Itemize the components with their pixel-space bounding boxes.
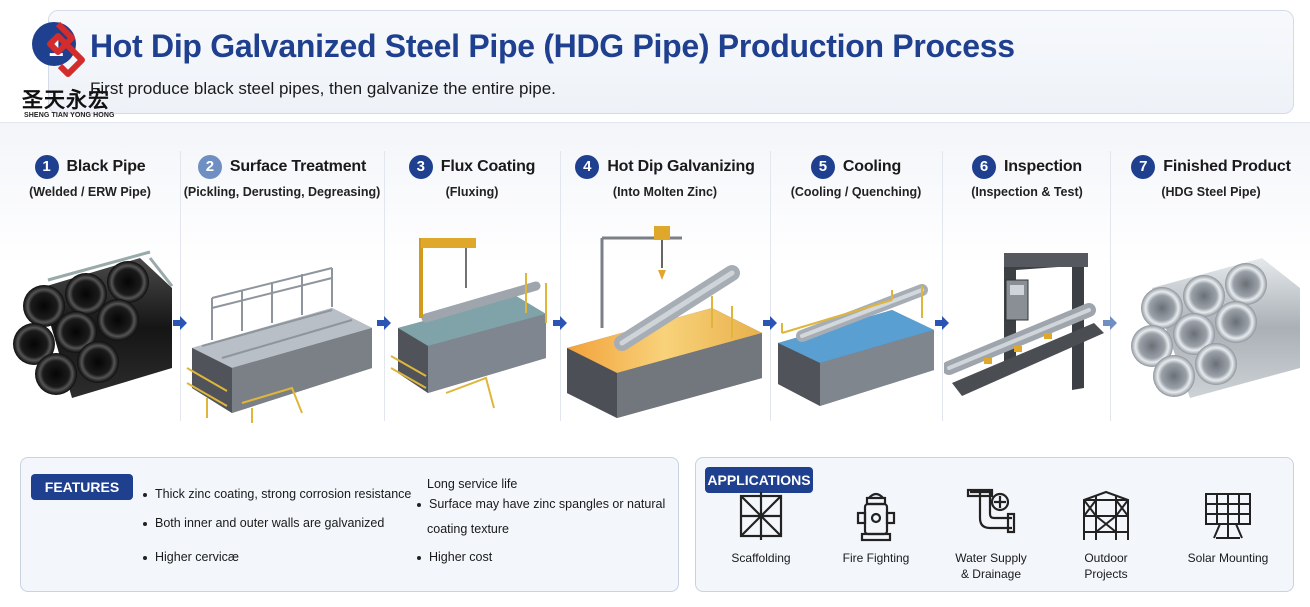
step-number-badge: 1 xyxy=(34,155,59,179)
brand-logo: 1 圣天永宏 SHENG TIAN YONG HONG xyxy=(22,18,122,122)
arrow-right-icon xyxy=(1103,316,1117,330)
flux-tank-crane-icon xyxy=(390,238,547,409)
page-subtitle: First produce black steel pipes, then ga… xyxy=(90,79,556,98)
step-name: Finished Product xyxy=(1163,158,1291,175)
step-subtitle: (Pickling, Derusting, Degreasing) xyxy=(183,185,381,199)
step-subtitle: (Cooling / Quenching) xyxy=(790,185,922,199)
process-step-3: 3 Flux Coating (Fluxing) xyxy=(386,123,558,423)
application-fire-fighting: Fire Fighting xyxy=(821,488,931,588)
solar-panel-icon xyxy=(1205,493,1251,539)
arrow-right-icon xyxy=(935,316,949,330)
features-label: FEATURES xyxy=(31,474,133,500)
molten-zinc-bath-icon xyxy=(567,226,762,418)
fire-hydrant-icon xyxy=(856,492,896,542)
process-step-6: 6 Inspection (Inspection & Test) xyxy=(944,123,1110,423)
black-pipe-bundle-icon xyxy=(13,250,174,398)
step-subtitle: (HDG Steel Pipe) xyxy=(1161,185,1261,199)
pickling-tanks-icon xyxy=(186,267,372,423)
applications-card: APPLICATIONS Scaffolding Fire Fighting W… xyxy=(695,457,1294,592)
step-number-badge: 6 xyxy=(971,155,996,179)
step-name: Inspection xyxy=(1003,158,1082,175)
process-step-4: 4 Hot Dip Galvanizing (Into Molten Zinc) xyxy=(562,123,768,423)
scaffolding-icon xyxy=(739,492,783,540)
step-number-badge: 3 xyxy=(408,155,433,179)
feature-item: Higher cost xyxy=(417,550,492,564)
water-pipe-icon xyxy=(966,488,1016,534)
step-number-badge: 2 xyxy=(197,155,222,179)
step-subtitle: (Fluxing) xyxy=(445,185,499,199)
feature-item: Both inner and outer walls are galvanize… xyxy=(143,516,384,530)
cooling-water-tank-icon xyxy=(778,284,934,406)
step-name: Surface Treatment xyxy=(229,158,367,175)
page-title: Hot Dip Galvanized Steel Pipe (HDG Pipe)… xyxy=(90,28,1015,64)
step-name: Flux Coating xyxy=(440,158,536,175)
feature-item: Higher cervicæ xyxy=(143,550,239,564)
feature-item: Surface may have zinc spangles or natura… xyxy=(417,497,665,511)
application-solar-mounting: Solar Mounting xyxy=(1166,488,1290,588)
feature-item: Thick zinc coating, strong corrosion res… xyxy=(143,487,411,501)
brand-name-en: SHENG TIAN YONG HONG xyxy=(24,112,115,119)
brand-mark-icon: 1 xyxy=(32,21,85,77)
arrow-right-icon xyxy=(377,316,391,330)
applications-label: APPLICATIONS xyxy=(705,467,813,493)
process-band: 1 Black Pipe (Welded / ERW Pipe) xyxy=(0,122,1310,442)
outdoor-tower-icon xyxy=(1083,490,1129,540)
brand-name-cn: 圣天永宏 xyxy=(22,88,110,112)
inspection-machine-icon xyxy=(944,253,1104,396)
feature-item: Long service life xyxy=(427,477,518,491)
arrow-right-icon xyxy=(173,316,187,330)
process-step-2: 2 Surface Treatment (Pickling, Derusting,… xyxy=(182,123,382,423)
step-name: Hot Dip Galvanizing xyxy=(607,158,755,175)
process-step-5: 5 Cooling (Cooling / Quenching) xyxy=(772,123,940,423)
process-step-7: 7 Finished Product (HDG Steel Pipe) xyxy=(1112,123,1310,423)
step-number-badge: 5 xyxy=(810,155,835,179)
step-number-badge: 4 xyxy=(575,155,600,179)
step-name: Black Pipe xyxy=(66,158,146,175)
arrow-right-icon xyxy=(763,316,777,330)
application-water-supply: Water Supply& Drainage xyxy=(936,488,1046,588)
application-scaffolding: Scaffolding xyxy=(706,488,816,588)
step-subtitle: (Into Molten Zinc) xyxy=(612,185,718,199)
galvanized-pipe-bundle-icon xyxy=(1131,258,1300,398)
arrow-right-icon xyxy=(553,316,567,330)
step-subtitle: (Welded / ERW Pipe) xyxy=(29,185,151,199)
process-step-1: 1 Black Pipe (Welded / ERW Pipe) xyxy=(0,123,180,423)
step-number-badge: 7 xyxy=(1131,155,1156,179)
step-name: Cooling xyxy=(842,158,902,175)
header-card xyxy=(48,10,1294,114)
step-subtitle: (Inspection & Test) xyxy=(971,185,1083,199)
feature-item-continuation: coating texture xyxy=(427,522,509,536)
features-card: FEATURES Thick zinc coating, strong corr… xyxy=(20,457,679,592)
